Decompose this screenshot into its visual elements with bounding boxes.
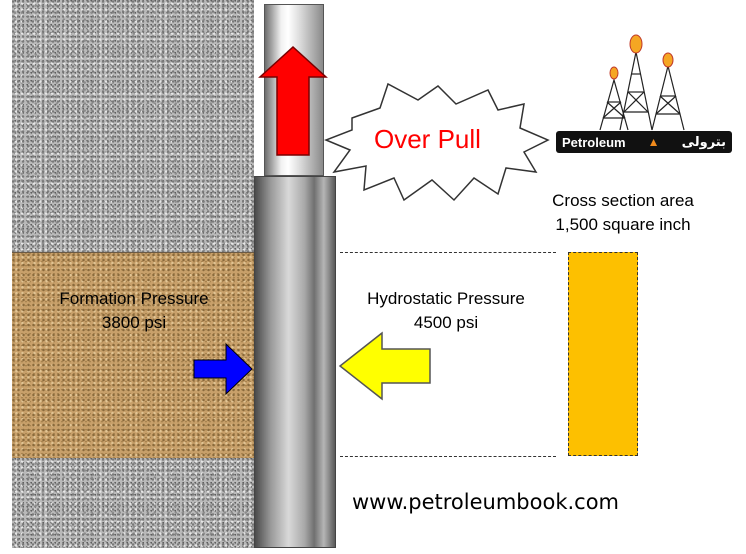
cross-section-label: Cross section area 1,500 square inch xyxy=(520,189,726,237)
hydrostatic-pressure-title: Hydrostatic Pressure xyxy=(367,289,525,308)
formation-pressure-title: Formation Pressure xyxy=(59,289,209,308)
hydrostatic-pressure-arrow xyxy=(338,331,431,401)
over-pull-burst xyxy=(323,82,550,202)
logo-persian-text: بترولی xyxy=(681,134,726,150)
drill-pipe-lower xyxy=(254,176,336,548)
website-url: www.petroleumbook.com xyxy=(352,490,620,514)
hydrostatic-pressure-value: 4500 psi xyxy=(413,313,479,332)
rock-layer-lower xyxy=(12,458,254,548)
lower-dashed-line xyxy=(340,456,556,457)
petroleum-logo: Petroleum ▲ بترولی xyxy=(556,131,732,153)
rock-layer-upper xyxy=(12,0,254,252)
formation-pressure-value: 3800 psi xyxy=(101,313,167,332)
cross-section-title: Cross section area xyxy=(552,191,694,210)
formation-pressure-label: Formation Pressure 3800 psi xyxy=(24,287,244,335)
over-pull-label: Over Pull xyxy=(374,124,481,154)
upper-dashed-line xyxy=(340,252,556,253)
flame-icon xyxy=(609,34,674,80)
cross-section-box xyxy=(568,252,638,456)
over-pull-arrow xyxy=(258,45,328,156)
logo-latin-text: Petroleum xyxy=(562,134,626,150)
logo-flame-icon: ▲ xyxy=(647,135,660,149)
formation-pressure-arrow xyxy=(193,342,253,396)
hydrostatic-pressure-label: Hydrostatic Pressure 4500 psi xyxy=(336,287,556,335)
cross-section-value: 1,500 square inch xyxy=(555,215,691,234)
